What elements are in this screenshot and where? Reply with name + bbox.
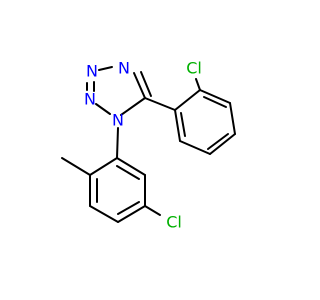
bond-c5-n4-double <box>140 71 152 97</box>
bond-n2-n1 <box>95 103 111 115</box>
atom-label-cl-top: Cl <box>186 59 202 78</box>
phenyl-a-bond-6 <box>174 109 181 142</box>
phenyl-a-bond-5 <box>179 140 211 155</box>
bond-c5-phenyl <box>144 97 176 111</box>
bond-methyl <box>61 157 91 176</box>
structure-svg: N N N N Cl Cl <box>61 59 236 232</box>
bond-n4-n3 <box>98 66 113 71</box>
bond-n1-c5 <box>120 97 146 116</box>
phenyl-a-bond-1 <box>174 89 201 111</box>
bond-phenyl-b-cl <box>144 205 161 216</box>
phenyl-a-bond-2 <box>199 89 231 104</box>
atom-label-n-top: N <box>118 59 130 78</box>
atom-label-n-upper-left: N <box>86 62 98 81</box>
atom-label-n-lower-left: N <box>84 90 96 109</box>
atom-label-n-central: N <box>112 111 124 130</box>
phenyl-a-bond-4 <box>209 133 236 155</box>
phenyl-a-bond-2-double <box>203 96 227 108</box>
atom-label-cl-bottom: Cl <box>166 213 182 232</box>
molecule-diagram: N N N N Cl Cl <box>61 58 236 232</box>
phenyl-b-bond-6 <box>116 157 146 176</box>
phenyl-a-bond-6-double <box>180 112 186 137</box>
phenyl-a-bond-3 <box>229 102 236 135</box>
phenyl-b-bond-4-double <box>117 201 140 215</box>
phenyl-b-bond-3 <box>89 205 119 223</box>
bond-c5-n4 <box>133 72 146 99</box>
phenyl-b-bond-6-double <box>116 165 140 180</box>
bond-phenyl-a-cl <box>195 78 201 91</box>
phenyl-b-bond-4 <box>117 205 146 223</box>
bond-n1-aryl <box>116 127 119 159</box>
phenyl-b-bond-1 <box>89 157 118 176</box>
phenyl-a-bond-4-double <box>207 133 229 150</box>
